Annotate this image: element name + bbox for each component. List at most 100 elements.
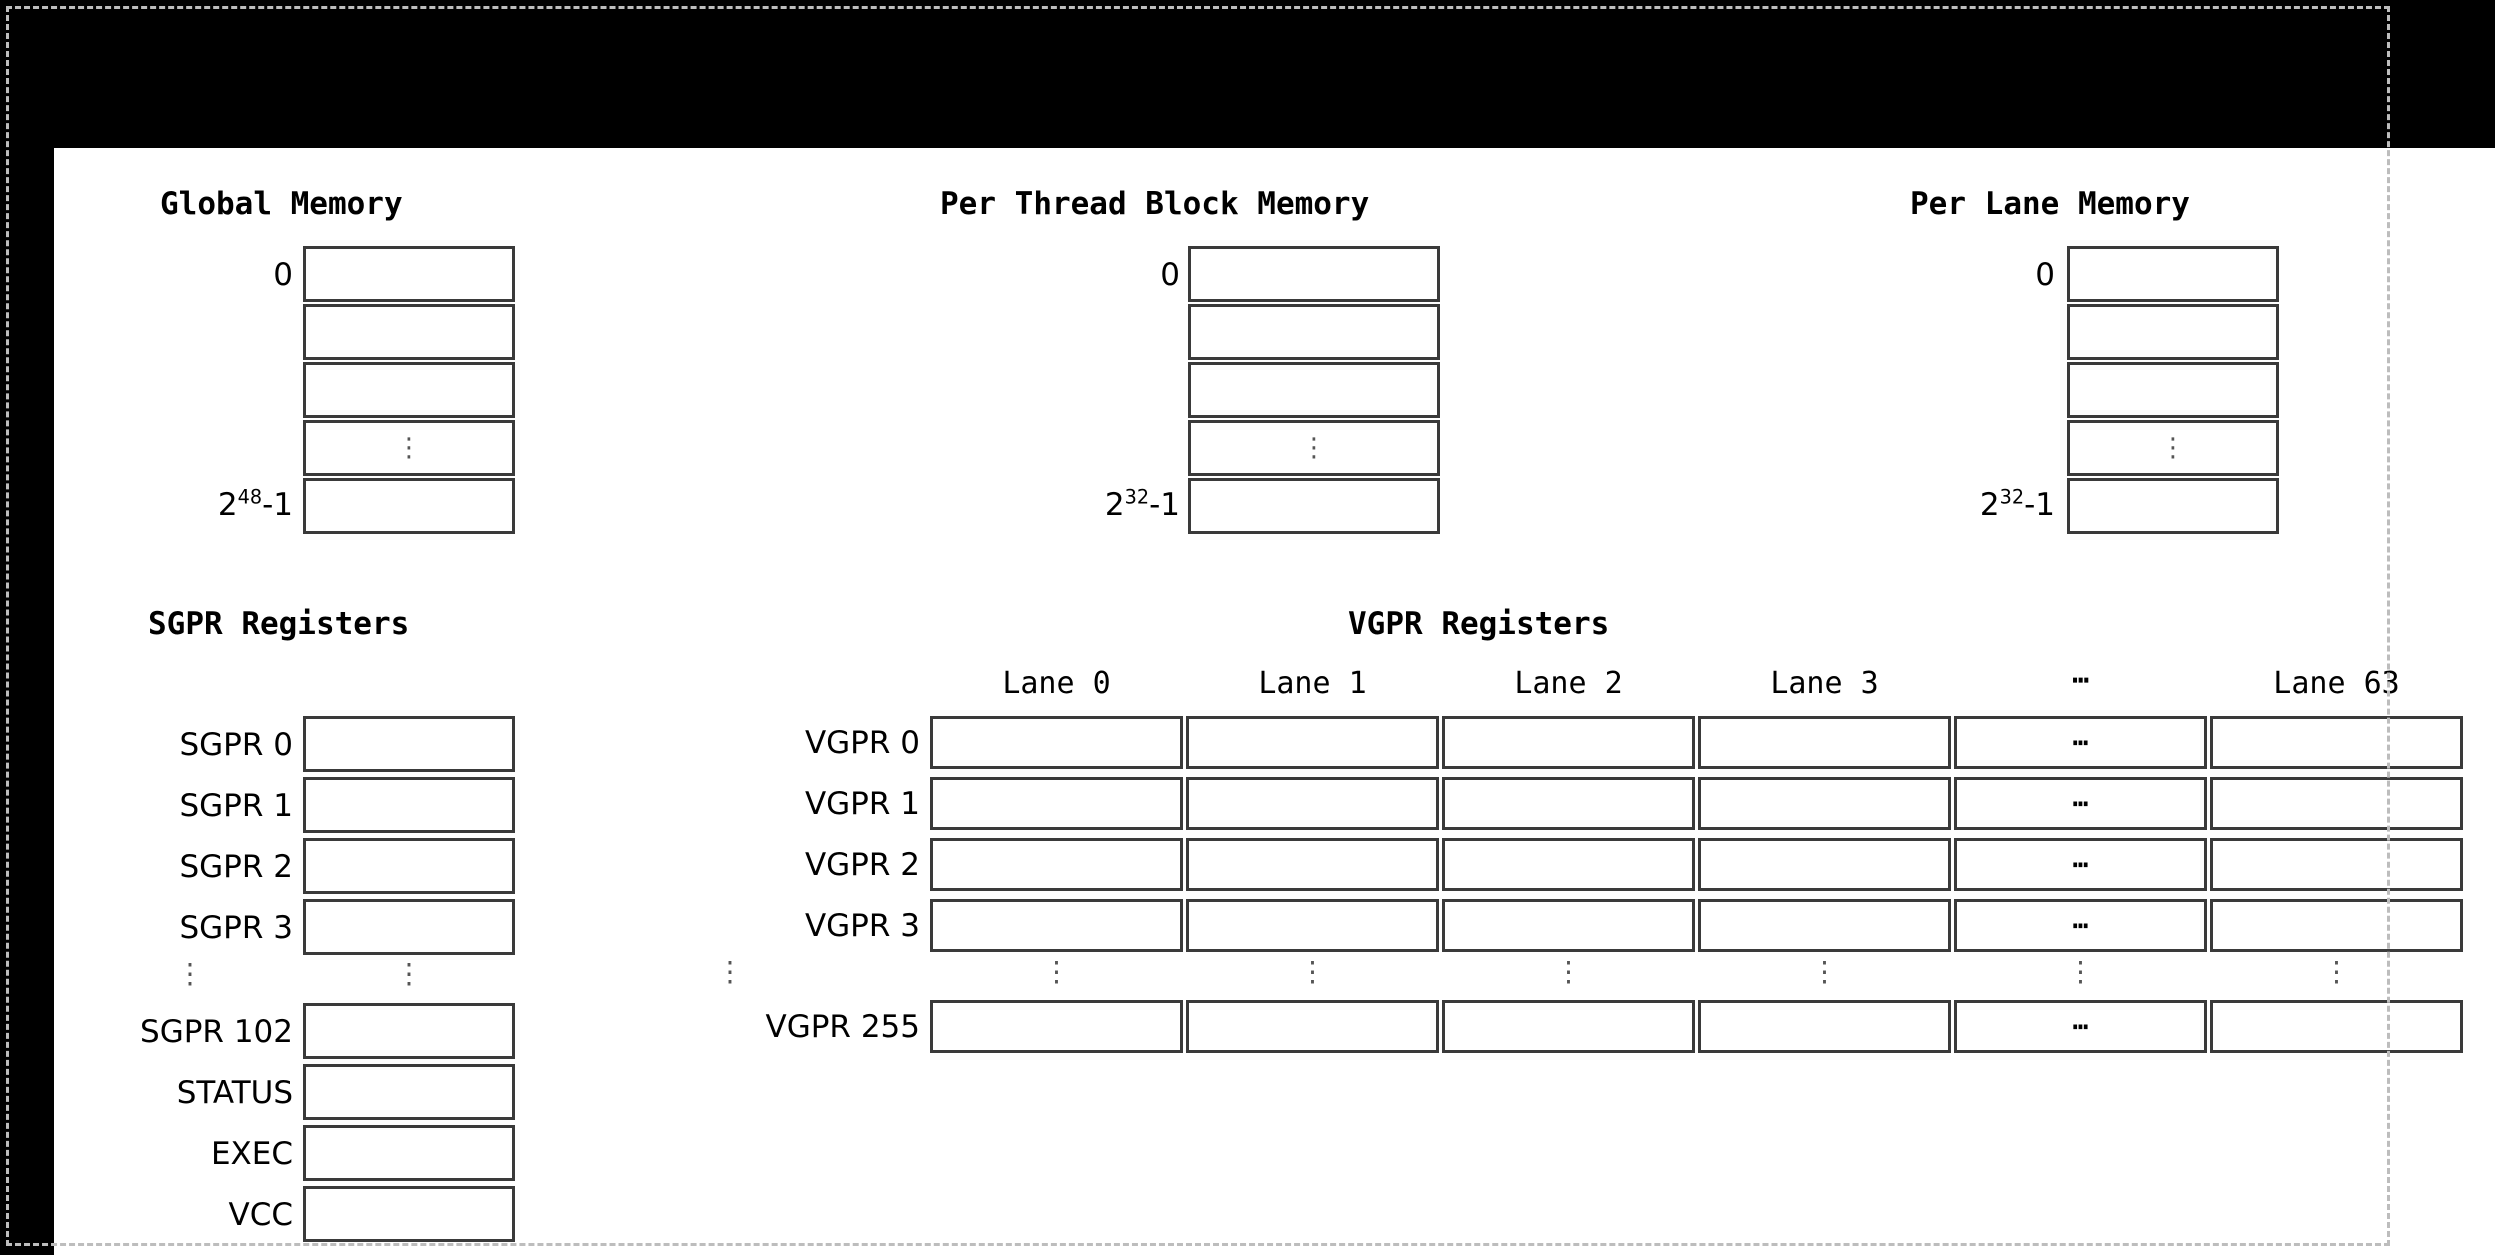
address-exponent: 32 bbox=[1999, 485, 2025, 509]
vgpr-register-cell[interactable] bbox=[1442, 777, 1695, 830]
lane-column-header: Lane 1 bbox=[1258, 666, 1367, 701]
sgpr-row-label: STATUS bbox=[176, 1075, 293, 1111]
vgpr-register-cell[interactable] bbox=[1698, 838, 1951, 891]
sgpr-register-cell[interactable] bbox=[303, 777, 515, 833]
vgpr-register-cell[interactable] bbox=[1442, 838, 1695, 891]
memory-start-address-label: 0 bbox=[2035, 257, 2055, 293]
address-tail: -1 bbox=[1149, 487, 1180, 523]
section-title-thread_block: Per Thread Block Memory bbox=[940, 186, 1370, 222]
vgpr-register-cell[interactable] bbox=[1698, 1000, 1951, 1053]
vgpr-register-cell[interactable] bbox=[930, 838, 1183, 891]
vgpr-register-cell[interactable] bbox=[1186, 777, 1439, 830]
left-mask-band bbox=[0, 0, 54, 1255]
top-mask-band bbox=[0, 0, 2495, 148]
memory-cell bbox=[1188, 246, 1440, 302]
horizontal-ellipsis-icon: ⋯ bbox=[2072, 788, 2089, 819]
address-exponent: 32 bbox=[1124, 485, 1150, 509]
vgpr-register-cell[interactable] bbox=[1698, 899, 1951, 952]
vgpr-register-cell[interactable] bbox=[1442, 716, 1695, 769]
vgpr-register-cell[interactable] bbox=[2210, 716, 2463, 769]
sgpr-row-label: SGPR 2 bbox=[179, 849, 293, 885]
address-base: 2 bbox=[1979, 487, 2000, 523]
vgpr-column-ellipsis: ⋮ bbox=[2322, 955, 2351, 988]
vgpr-register-cell[interactable] bbox=[1186, 716, 1439, 769]
section-title-sgpr: SGPR Registers bbox=[148, 606, 410, 642]
sgpr-label-ellipsis: ⋮ bbox=[176, 957, 204, 990]
vgpr-register-cell[interactable] bbox=[2210, 899, 2463, 952]
vgpr-register-cell[interactable] bbox=[2210, 1000, 2463, 1053]
address-base: 2 bbox=[1104, 487, 1125, 523]
sgpr-register-cell[interactable] bbox=[303, 716, 515, 772]
vgpr-register-cell[interactable] bbox=[930, 777, 1183, 830]
vgpr-register-cell[interactable] bbox=[1186, 838, 1439, 891]
sgpr-row-label: SGPR 102 bbox=[140, 1014, 293, 1050]
vgpr-row-label: VGPR 2 bbox=[804, 847, 920, 883]
memory-cell bbox=[2067, 246, 2279, 302]
sgpr-row-label: SGPR 3 bbox=[179, 910, 293, 946]
section-title-global: Global Memory bbox=[160, 186, 403, 222]
memory-cell bbox=[1188, 304, 1440, 360]
memory-cell: ⋮ bbox=[303, 420, 515, 476]
vgpr-register-cell[interactable]: ⋯ bbox=[1954, 899, 2207, 952]
memory-cell: ⋮ bbox=[1188, 420, 1440, 476]
memory-cell bbox=[303, 478, 515, 534]
sgpr-cell-ellipsis: ⋮ bbox=[395, 957, 423, 990]
memory-cell bbox=[2067, 304, 2279, 360]
memory-cell bbox=[303, 246, 515, 302]
memory-cell: ⋮ bbox=[2067, 420, 2279, 476]
vgpr-register-cell[interactable] bbox=[1698, 777, 1951, 830]
memory-cell bbox=[1188, 478, 1440, 534]
vgpr-register-cell[interactable]: ⋯ bbox=[1954, 838, 2207, 891]
sgpr-row-label: SGPR 1 bbox=[179, 788, 293, 824]
vgpr-register-cell[interactable]: ⋯ bbox=[1954, 1000, 2207, 1053]
horizontal-ellipsis-icon: ⋯ bbox=[2072, 727, 2089, 758]
vertical-ellipsis-icon: ⋮ bbox=[1301, 433, 1327, 463]
address-tail: -1 bbox=[262, 487, 293, 523]
vgpr-register-cell[interactable] bbox=[1698, 716, 1951, 769]
vgpr-column-ellipsis: ⋮ bbox=[1042, 955, 1071, 988]
memory-end-address-label: 232-1 bbox=[780, 487, 1180, 523]
vgpr-row-label: VGPR 0 bbox=[804, 725, 920, 761]
vgpr-column-ellipsis: ⋮ bbox=[1298, 955, 1327, 988]
sgpr-register-cell[interactable] bbox=[303, 838, 515, 894]
lane-column-header: Lane 3 bbox=[1770, 666, 1879, 701]
sgpr-register-cell[interactable] bbox=[303, 899, 515, 955]
lane-column-header: Lane 0 bbox=[1002, 666, 1111, 701]
memory-cell bbox=[2067, 362, 2279, 418]
vgpr-column-ellipsis: ⋮ bbox=[1810, 955, 1839, 988]
vgpr-column-ellipsis: ⋮ bbox=[1554, 955, 1583, 988]
address-tail: -1 bbox=[2024, 487, 2055, 523]
vgpr-row-label: VGPR 255 bbox=[765, 1009, 921, 1045]
vgpr-register-cell[interactable] bbox=[930, 899, 1183, 952]
memory-end-address-label: 232-1 bbox=[1655, 487, 2055, 523]
vgpr-register-cell[interactable] bbox=[2210, 777, 2463, 830]
horizontal-ellipsis-icon: ⋯ bbox=[2072, 849, 2089, 880]
horizontal-ellipsis-icon: ⋯ bbox=[2072, 910, 2089, 941]
memory-cell bbox=[303, 304, 515, 360]
vgpr-register-cell[interactable] bbox=[930, 1000, 1183, 1053]
memory-cell bbox=[2067, 478, 2279, 534]
memory-cell bbox=[303, 362, 515, 418]
sgpr-register-cell[interactable] bbox=[303, 1186, 515, 1242]
vgpr-register-cell[interactable]: ⋯ bbox=[1954, 777, 2207, 830]
sgpr-register-cell[interactable] bbox=[303, 1064, 515, 1120]
lane-column-header: Lane 2 bbox=[1514, 666, 1623, 701]
vgpr-register-cell[interactable] bbox=[1442, 899, 1695, 952]
horizontal-ellipsis-icon: ⋯ bbox=[2072, 1011, 2089, 1042]
memory-end-address-label: 248-1 bbox=[0, 487, 293, 523]
sgpr-register-cell[interactable] bbox=[303, 1125, 515, 1181]
vgpr-register-cell[interactable] bbox=[1186, 1000, 1439, 1053]
vgpr-register-cell[interactable]: ⋯ bbox=[1954, 716, 2207, 769]
sgpr-row-label: SGPR 0 bbox=[179, 727, 293, 763]
vertical-ellipsis-icon: ⋮ bbox=[396, 433, 422, 463]
section-title-vgpr: VGPR Registers bbox=[1348, 606, 1610, 642]
lane-column-header: Lane 63 bbox=[2273, 666, 2400, 701]
vgpr-register-cell[interactable] bbox=[2210, 838, 2463, 891]
vgpr-register-cell[interactable] bbox=[930, 716, 1183, 769]
memory-start-address-label: 0 bbox=[273, 257, 293, 293]
sgpr-register-cell[interactable] bbox=[303, 1003, 515, 1059]
vgpr-register-cell[interactable] bbox=[1442, 1000, 1695, 1053]
vgpr-label-ellipsis: ⋮ bbox=[716, 955, 744, 988]
vgpr-register-cell[interactable] bbox=[1186, 899, 1439, 952]
